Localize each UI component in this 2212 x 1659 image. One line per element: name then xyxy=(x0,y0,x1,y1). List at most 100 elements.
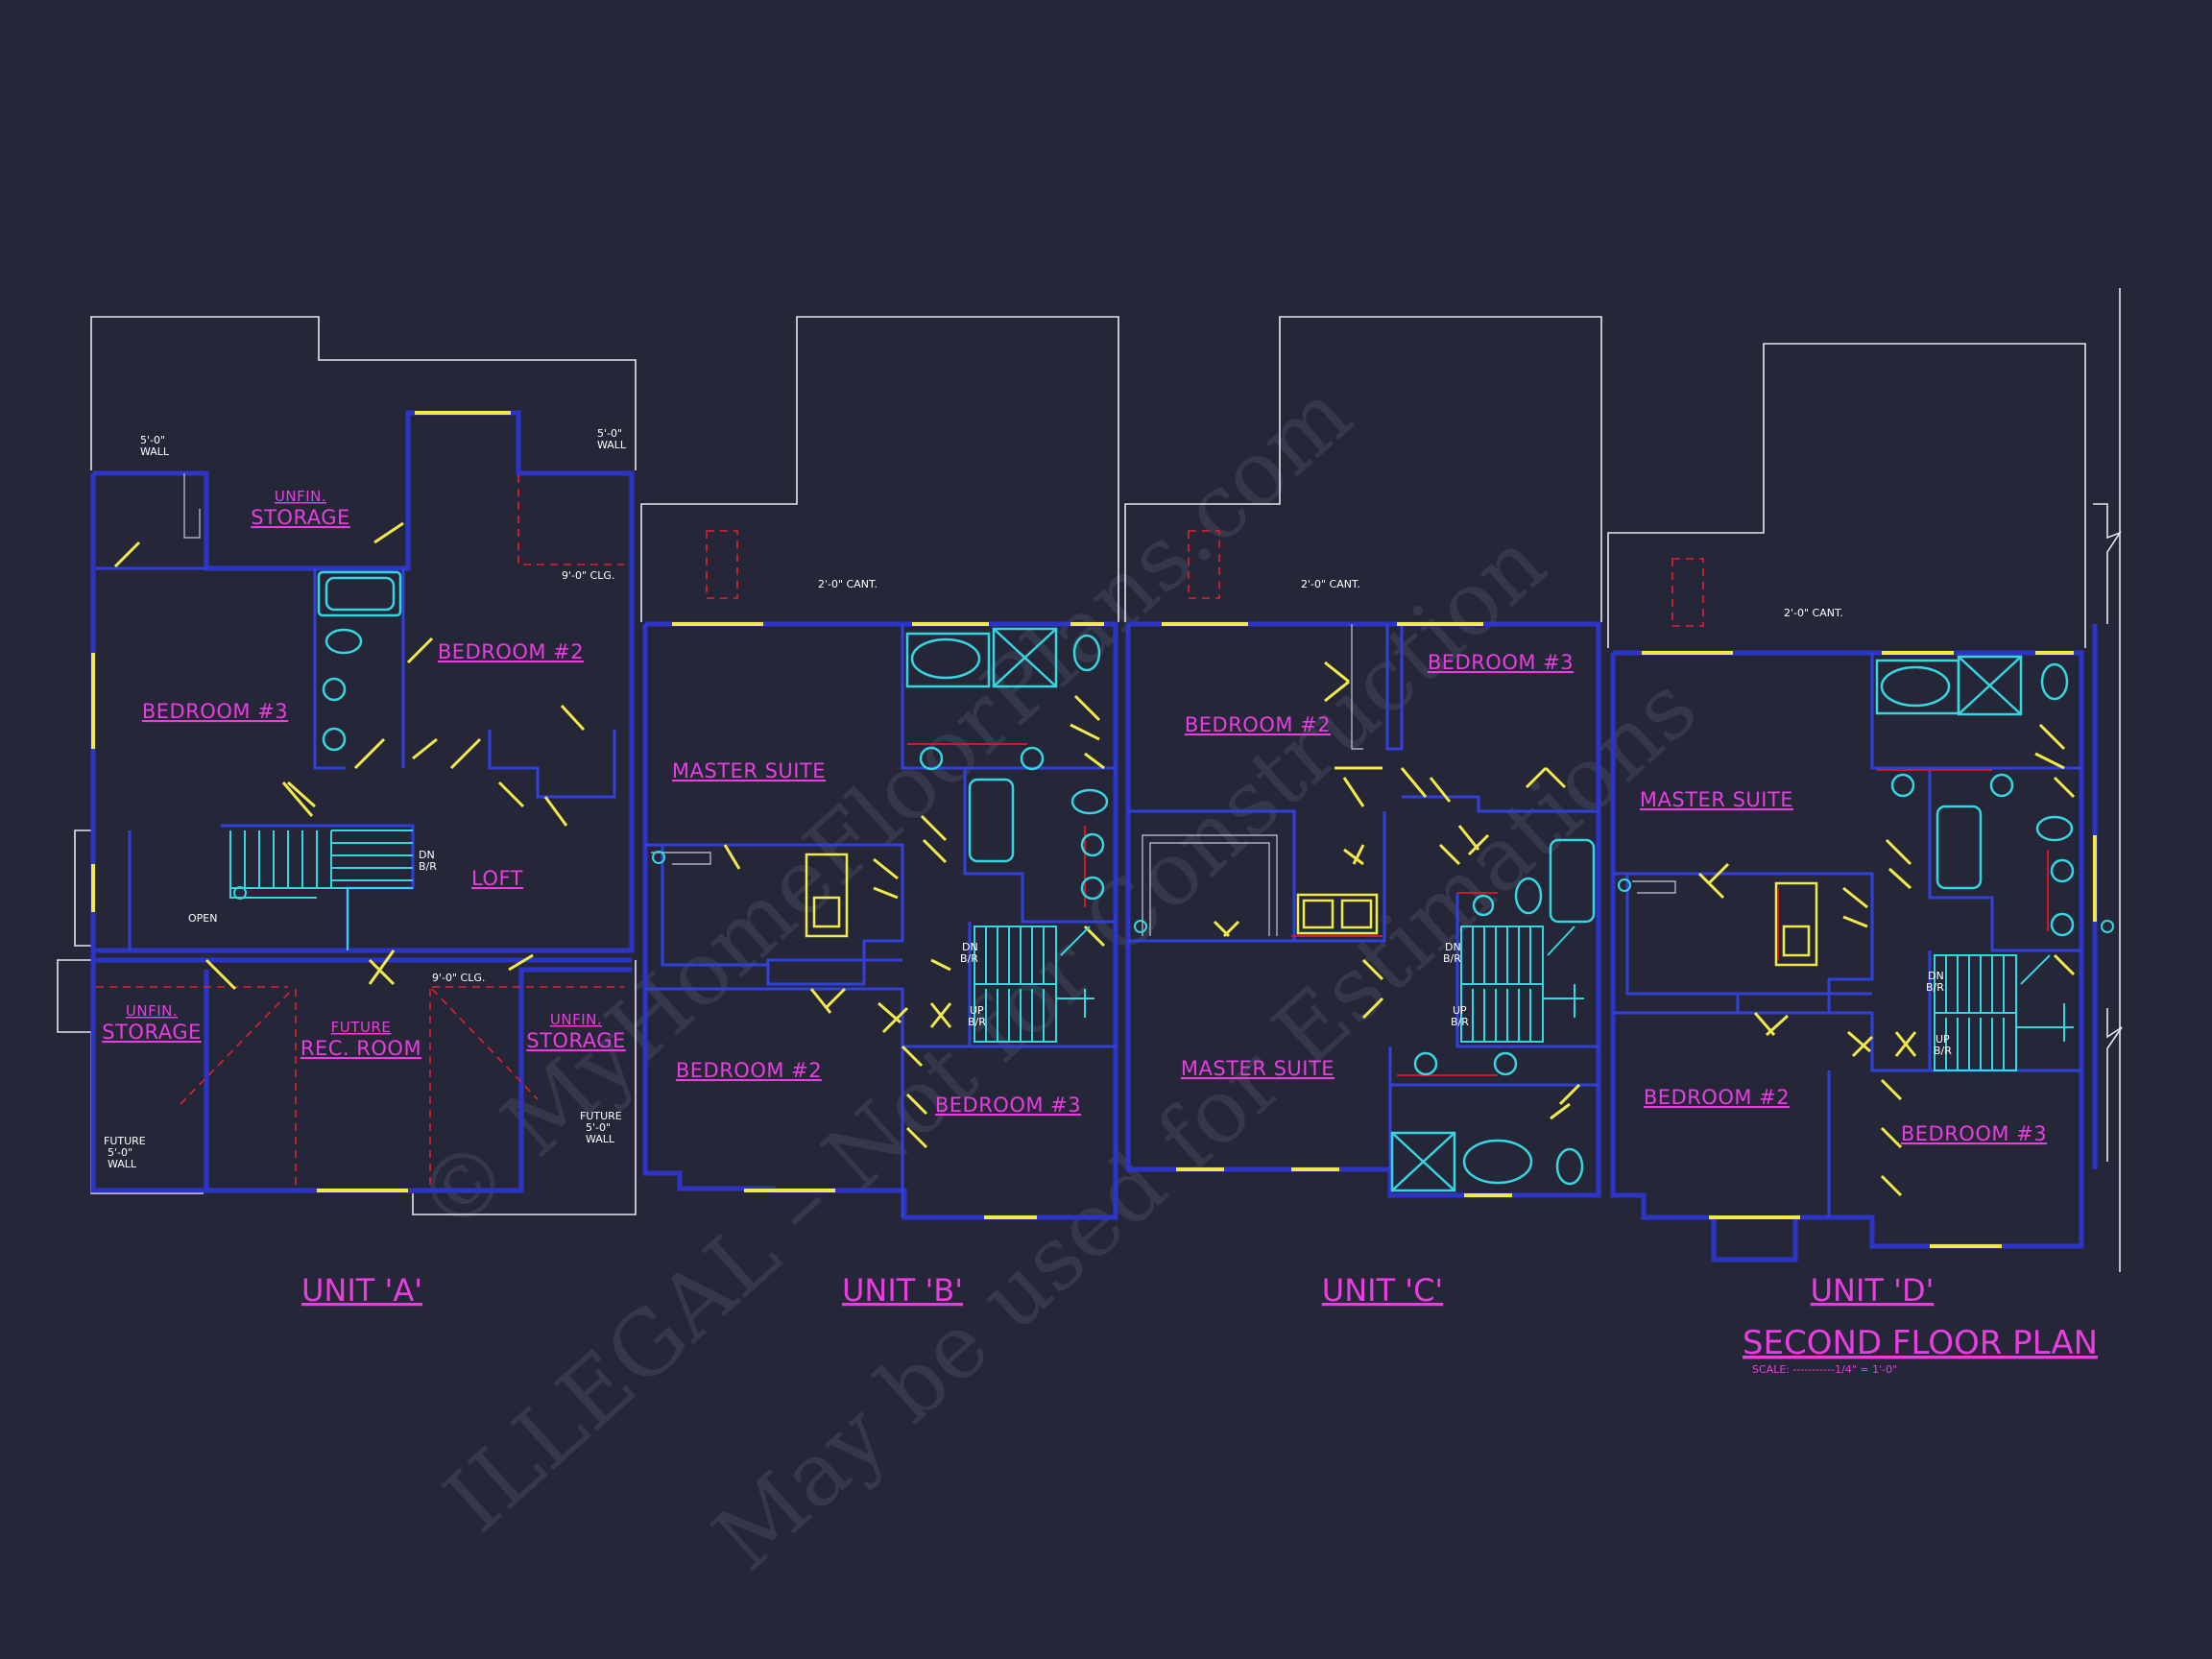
unit-a-clg-note-upper: 9'-0" CLG. xyxy=(562,569,614,582)
unit-b-dn-br: B/R xyxy=(960,952,978,965)
unit-d-walls-4 xyxy=(1625,874,1738,996)
unit-d-hvac-2 xyxy=(2101,920,2114,933)
unit-d-bedroom-2-label: BEDROOM #2 xyxy=(1644,1086,1790,1109)
unit-c-sink-3 xyxy=(1493,1051,1518,1076)
unit-b-bedroom-2-label: BEDROOM #2 xyxy=(676,1059,822,1082)
unit-a-dn-note: DN xyxy=(419,849,435,861)
unit-b-cabinet xyxy=(805,853,849,938)
unit-d-bedroom-3-label: BEDROOM #3 xyxy=(1901,1122,2047,1145)
unit-a-stairs xyxy=(229,830,413,950)
unit-d-doors xyxy=(1697,723,2076,1197)
unit-d-sink-3 xyxy=(2050,858,2075,883)
unit-b-sink-3 xyxy=(1080,832,1105,857)
unit-c-bedroom-3-label: BEDROOM #3 xyxy=(1428,651,1574,674)
unit-c-cant-note: 2'-0" CANT. xyxy=(1301,578,1360,590)
unit-c-up-br: B/R xyxy=(1451,1016,1469,1028)
unit-a-unfin-storage-right-1: UNFIN. xyxy=(550,1011,602,1028)
unit-d-closet-rod xyxy=(1632,880,1676,894)
unit-b-tub-oval xyxy=(910,637,981,680)
unit-b-bath-walls xyxy=(901,624,1116,770)
title-block: SECOND FLOOR PLAN SCALE: -----------1/4"… xyxy=(1743,1324,2098,1376)
unit-a-bedroom-3-label: BEDROOM #3 xyxy=(142,700,288,723)
unit-a-wall-note-left-1: 5'-0" xyxy=(140,434,165,446)
unit-a-unfin-storage-right-2: STORAGE xyxy=(526,1029,625,1052)
unit-a-unfin-storage-left-1: UNFIN. xyxy=(126,1002,178,1020)
unit-c-label: UNIT 'C' xyxy=(1322,1272,1443,1309)
unit-a-roof-outline xyxy=(90,316,637,470)
unit-d-tub-2 xyxy=(1936,805,1983,890)
unit-c-closet-2 xyxy=(1149,842,1270,936)
plan-scale: SCALE: -----------1/4" = 1'-0" xyxy=(1752,1363,1897,1376)
unit-c-sink-2 xyxy=(1413,1051,1438,1076)
unit-b-closet-rod xyxy=(651,852,711,865)
unit-b-cant-box xyxy=(706,530,738,599)
unit-a-wall-note-right-1: 5'-0" xyxy=(597,427,622,440)
unit-b-toilet-2 xyxy=(1070,788,1109,815)
unit-d-walls-5 xyxy=(1928,950,2081,1072)
unit-a-closet xyxy=(488,730,616,799)
unit-a-future-wall-left-1: FUTURE xyxy=(104,1135,146,1147)
unit-c-bedroom-2-label: BEDROOM #2 xyxy=(1185,713,1331,736)
unit-a-wall-note-left-2: WALL xyxy=(140,445,170,458)
unit-d-dn-note: DN xyxy=(1928,970,1944,982)
unit-b-up-br: B/R xyxy=(968,1016,986,1028)
unit-d-break-2 xyxy=(2106,1008,2123,1162)
unit-c-hvac xyxy=(1134,920,1147,933)
unit-c-stairs xyxy=(1460,926,1584,1043)
unit-a-sink-2 xyxy=(322,727,347,752)
unit-d-dn-br: B/R xyxy=(1926,981,1944,994)
unit-c-walls-3 xyxy=(1402,795,1599,813)
unit-a-hip-1 xyxy=(180,988,294,1105)
unit-d-master-suite-label: MASTER SUITE xyxy=(1640,788,1793,811)
unit-c-cant-box xyxy=(1188,530,1220,599)
unit-d-cant-note: 2'-0" CANT. xyxy=(1784,607,1843,619)
unit-c-tub-1 xyxy=(1549,838,1596,924)
unit-b-bedroom-3-label: BEDROOM #3 xyxy=(935,1094,1081,1117)
unit-a-hip-4 xyxy=(431,988,539,1100)
unit-c-wall-detail xyxy=(1351,624,1363,750)
unit-a-future-wall-left-3: WALL xyxy=(108,1158,137,1170)
unit-a-closet-top xyxy=(183,473,201,539)
unit-b-bath-walls2 xyxy=(963,768,1116,924)
unit-c-tub-oval xyxy=(1462,1139,1533,1185)
unit-b-sink-1 xyxy=(919,746,944,771)
unit-a-clg-line xyxy=(517,475,624,565)
unit-b-roof-outline xyxy=(640,316,1119,622)
unit-a-unfin-storage-top-1: UNFIN. xyxy=(275,488,326,505)
unit-a-future-wall-right-2: 5'-0" xyxy=(586,1121,611,1134)
unit-d-sink-2 xyxy=(1989,773,2014,798)
unit-d-toilet xyxy=(2040,662,2069,701)
unit-a-wall xyxy=(90,410,635,953)
unit-a-future-rec-1: FUTURE xyxy=(331,1019,392,1036)
unit-a-clg-note-lower: 9'-0" CLG. xyxy=(432,972,485,984)
unit-d: 2'-0" CANT. DN B/R UP B/R MASTER SUITE B… xyxy=(1607,288,2123,1309)
unit-a-bath-wall xyxy=(313,568,346,770)
unit-a-sink-1 xyxy=(322,677,347,702)
unit-c-toilet-1 xyxy=(1514,877,1543,915)
unit-b-tub-2 xyxy=(968,778,1015,863)
unit-d-cant-box xyxy=(1671,558,1704,627)
unit-a-wall-note-right-2: WALL xyxy=(597,439,627,451)
unit-d-sink-1 xyxy=(1890,773,1915,798)
unit-b-hvac xyxy=(652,851,665,864)
unit-a-unfin-storage-left-2: STORAGE xyxy=(102,1021,201,1044)
unit-c-wall xyxy=(1125,621,1601,1198)
unit-c-cabinet-inner-2 xyxy=(1340,899,1373,929)
unit-a-toilet xyxy=(325,628,363,655)
unit-c-walls-4 xyxy=(1455,893,1599,1048)
unit-b-tub-frame xyxy=(905,632,991,688)
unit-d-walls-6 xyxy=(1613,1011,1930,1072)
unit-d-hvac xyxy=(1618,878,1631,892)
unit-d-tub-oval xyxy=(1880,665,1951,708)
unit-c-up-note: UP xyxy=(1453,1004,1467,1017)
unit-d-up-br: B/R xyxy=(1934,1045,1952,1057)
unit-b-cabinet-inner xyxy=(812,896,841,928)
unit-c-master-suite-label: MASTER SUITE xyxy=(1181,1057,1334,1080)
unit-c-doors xyxy=(1213,661,1581,1120)
unit-b-sink-4 xyxy=(1080,876,1105,901)
unit-d-shower-x xyxy=(1958,656,2022,715)
unit-a-lower-outline xyxy=(57,959,204,1194)
unit-c-closet xyxy=(1142,834,1278,936)
unit-b: 2'-0" CANT. DN B/R UP B/R MASTER SUITE B… xyxy=(640,316,1119,1309)
unit-b-master-suite-label: MASTER SUITE xyxy=(672,759,826,782)
